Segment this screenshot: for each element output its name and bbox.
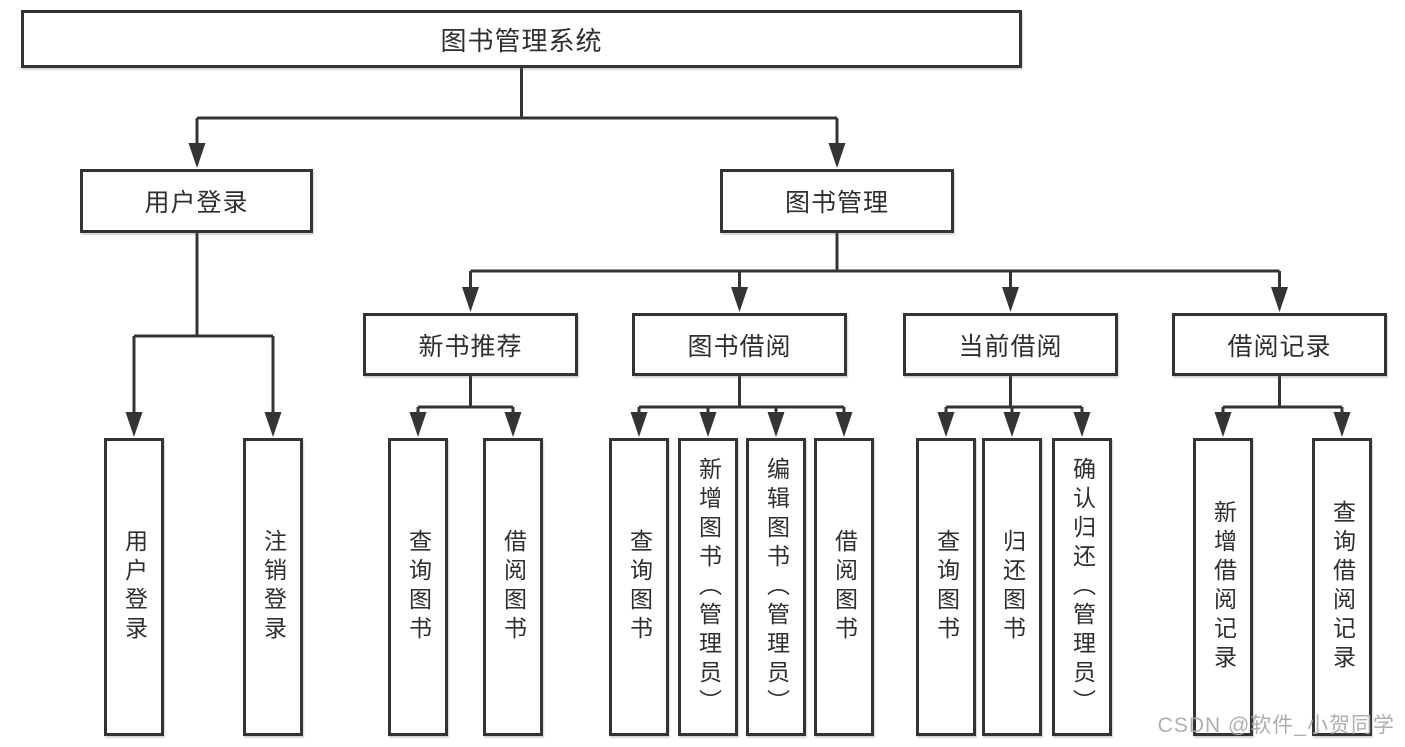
arrow-icon bbox=[1003, 412, 1021, 437]
node-user-login: 用户登录 bbox=[80, 169, 313, 233]
arrow-icon bbox=[264, 412, 282, 437]
arrow-icon bbox=[731, 287, 748, 312]
arrow-icon bbox=[188, 143, 206, 168]
leaf-query-books-borrow: 查询图书 bbox=[609, 438, 669, 736]
arrow-icon bbox=[767, 412, 785, 437]
leaf-add-book-admin: 新增图书（管理员） bbox=[678, 438, 738, 736]
node-borrow-records-label: 借阅记录 bbox=[1227, 332, 1332, 361]
node-book-management: 图书管理 bbox=[720, 169, 954, 233]
arrow-icon bbox=[828, 143, 846, 168]
arrow-icon bbox=[630, 412, 648, 437]
node-borrow-records: 借阅记录 bbox=[1172, 313, 1387, 376]
connector-root-to-level2 bbox=[188, 68, 846, 168]
node-current-borrow-label: 当前借阅 bbox=[958, 332, 1063, 361]
leaf-query-books-borrow-label: 查询图书 bbox=[626, 529, 653, 645]
leaf-add-book-admin-label: 新增图书（管理员） bbox=[695, 456, 722, 718]
leaf-return-book: 归还图书 bbox=[982, 438, 1042, 736]
arrow-icon bbox=[937, 412, 955, 437]
arrow-icon bbox=[125, 412, 143, 437]
leaf-query-borrow-record-label: 查询借阅记录 bbox=[1329, 500, 1356, 674]
leaf-add-borrow-record-label: 新增借阅记录 bbox=[1210, 500, 1237, 674]
node-new-book-recommend-label: 新书推荐 bbox=[418, 332, 523, 361]
leaf-borrow-books-recommend: 借阅图书 bbox=[483, 438, 543, 736]
connector-current-borrow-children bbox=[937, 376, 1091, 437]
leaf-query-books-current: 查询图书 bbox=[916, 438, 976, 736]
arrow-icon bbox=[462, 287, 479, 312]
node-current-borrow: 当前借阅 bbox=[903, 313, 1118, 376]
leaf-confirm-return-admin: 确认归还（管理员） bbox=[1052, 438, 1112, 736]
connector-new-book-children bbox=[409, 376, 522, 437]
leaf-user-login-label: 用户登录 bbox=[121, 529, 148, 645]
node-new-book-recommend: 新书推荐 bbox=[363, 313, 578, 376]
leaf-user-login: 用户登录 bbox=[104, 438, 164, 736]
leaf-query-books-current-label: 查询图书 bbox=[933, 529, 960, 645]
leaf-borrow-books-label: 借阅图书 bbox=[831, 529, 858, 645]
arrow-icon bbox=[1271, 287, 1288, 312]
leaf-add-borrow-record: 新增借阅记录 bbox=[1193, 438, 1253, 736]
arrow-icon bbox=[504, 412, 522, 437]
leaf-borrow-books-recommend-label: 借阅图书 bbox=[500, 529, 527, 645]
node-root: 图书管理系统 bbox=[21, 10, 1022, 68]
connector-book-management-children bbox=[462, 233, 1288, 312]
arrow-icon bbox=[1333, 412, 1351, 437]
node-root-label: 图书管理系统 bbox=[440, 25, 603, 56]
node-book-management-label: 图书管理 bbox=[784, 189, 889, 217]
arrow-icon bbox=[1214, 412, 1232, 437]
arrow-icon bbox=[835, 412, 853, 437]
leaf-query-borrow-record: 查询借阅记录 bbox=[1312, 438, 1372, 736]
connector-book-borrow-children bbox=[630, 376, 853, 437]
node-book-borrow: 图书借阅 bbox=[632, 313, 847, 376]
leaf-logout: 注销登录 bbox=[243, 438, 303, 736]
arrow-icon bbox=[1002, 287, 1019, 312]
leaf-logout-label: 注销登录 bbox=[260, 529, 287, 645]
arrow-icon bbox=[1073, 412, 1091, 437]
leaf-edit-book-admin: 编辑图书（管理员） bbox=[746, 438, 806, 736]
watermark-text: CSDN @软件_小贺同学 bbox=[1157, 714, 1395, 737]
connector-borrow-records-children bbox=[1214, 376, 1351, 437]
node-book-borrow-label: 图书借阅 bbox=[687, 332, 792, 361]
node-user-login-label: 用户登录 bbox=[144, 189, 249, 217]
connector-user-login-children bbox=[125, 233, 282, 437]
arrow-icon bbox=[699, 412, 717, 437]
leaf-borrow-books: 借阅图书 bbox=[814, 438, 874, 736]
leaf-return-book-label: 归还图书 bbox=[999, 529, 1026, 645]
leaf-edit-book-admin-label: 编辑图书（管理员） bbox=[763, 456, 790, 718]
leaf-query-books-recommend-label: 查询图书 bbox=[405, 529, 432, 645]
leaf-query-books-recommend: 查询图书 bbox=[388, 438, 448, 736]
arrow-icon bbox=[409, 412, 427, 437]
leaf-confirm-return-admin-label: 确认归还（管理员） bbox=[1069, 456, 1096, 718]
